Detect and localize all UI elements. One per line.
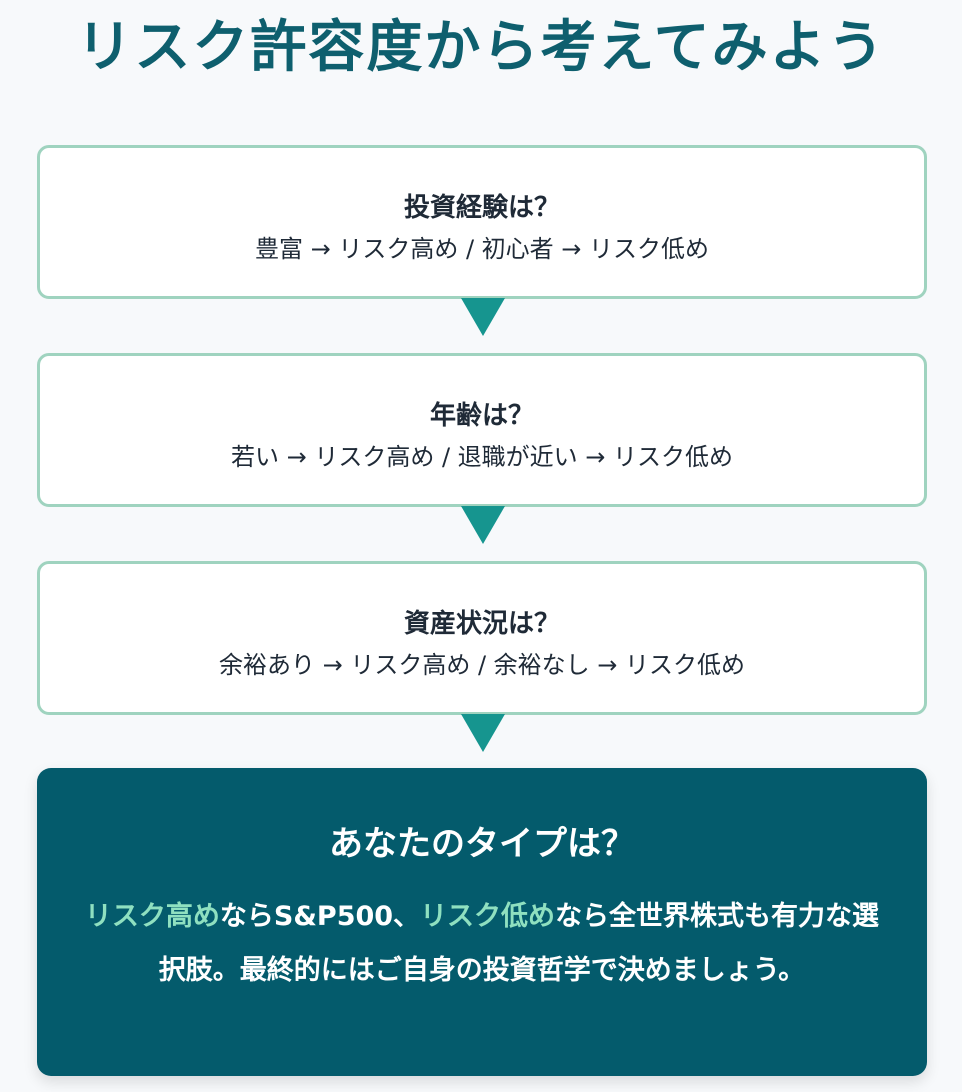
step-answer: 余裕あり → リスク高め / 余裕なし → リスク低め bbox=[218, 651, 746, 679]
step-box-experience: 投資経験は？ 豊富 → リスク高め / 初心者 → リスク低め bbox=[37, 145, 927, 299]
step-question: 年齢は？ bbox=[429, 401, 534, 431]
result-text-2: なら全世界株式も有力な選択肢。最終的にはご自身の投資哲学で決めましょう。 bbox=[158, 901, 880, 986]
highlight-risk-high: リスク高め bbox=[84, 901, 220, 932]
step-question: 投資経験は？ bbox=[403, 193, 560, 223]
highlight-risk-low: リスク低め bbox=[420, 901, 556, 932]
page-title: リスク許容度から考えてみよう bbox=[76, 15, 886, 80]
step-box-age: 年齢は？ 若い → リスク高め / 退職が近い → リスク低め bbox=[37, 353, 927, 507]
down-arrow-icon bbox=[461, 506, 505, 544]
step-box-assets: 資産状況は？ 余裕あり → リスク高め / 余裕なし → リスク低め bbox=[37, 561, 927, 715]
down-arrow-icon bbox=[461, 714, 505, 752]
step-question: 資産状況は？ bbox=[403, 609, 560, 639]
step-answer: 若い → リスク高め / 退職が近い → リスク低め bbox=[230, 443, 734, 471]
result-box: あなたのタイプは？ リスク高めならS&P500、リスク低めなら全世界株式も有力な… bbox=[37, 768, 927, 1076]
result-body: リスク高めならS&P500、リスク低めなら全世界株式も有力な選択肢。最終的にはご… bbox=[77, 890, 887, 998]
result-text-1: ならS&P500、 bbox=[219, 901, 421, 932]
result-title: あなたのタイプは？ bbox=[329, 824, 635, 864]
down-arrow-icon bbox=[461, 298, 505, 336]
step-answer: 豊富 → リスク高め / 初心者 → リスク低め bbox=[254, 235, 710, 263]
